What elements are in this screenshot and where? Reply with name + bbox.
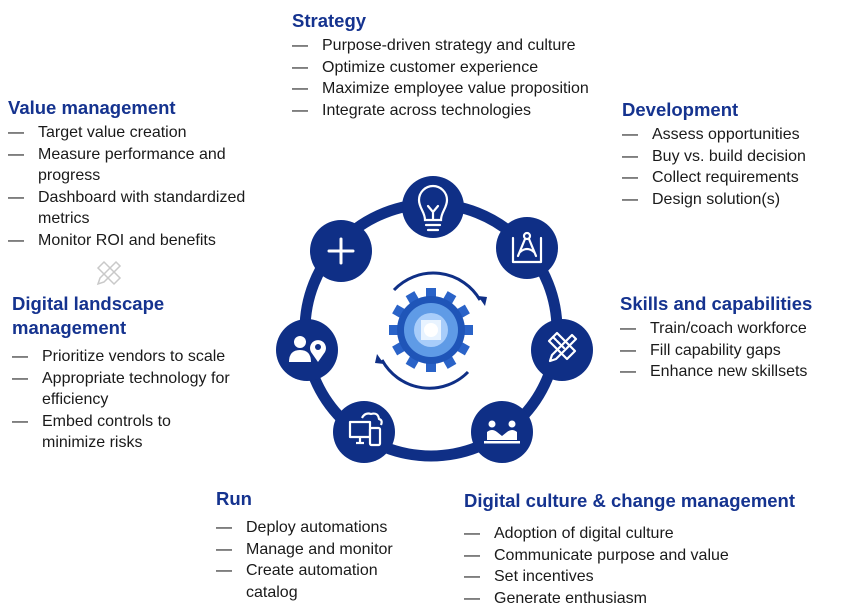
list-item: Dashboard with standardized metrics	[8, 187, 278, 230]
person-location-icon	[289, 336, 326, 362]
gear-tooth	[426, 360, 436, 372]
list-item: Set incentives	[464, 566, 846, 588]
list-item: Maximize employee value proposition	[292, 78, 602, 100]
node-development	[496, 217, 558, 279]
list-item: Purpose-driven strategy and culture	[292, 35, 602, 57]
list-item: Deploy automations	[216, 517, 421, 539]
development-block: Development Assess opportunities Buy vs.…	[622, 98, 842, 210]
list-item: Prioritize vendors to scale	[12, 346, 267, 368]
list-item: Target value creation	[8, 122, 278, 144]
plus-icon	[327, 237, 355, 265]
list-item: Communicate purpose and value	[464, 545, 846, 567]
list-item: Train/coach workforce	[620, 318, 846, 340]
run-list: Deploy automations Manage and monitor Cr…	[216, 517, 421, 603]
node-value-management	[310, 220, 372, 282]
run-title: Run	[216, 488, 252, 509]
run-block: Run Deploy automations Manage and monito…	[216, 487, 421, 603]
strategy-list: Purpose-driven strategy and culture Opti…	[292, 35, 602, 121]
hub-gear-cycle-icon	[375, 271, 487, 390]
list-item: Enhance new skillsets	[620, 361, 846, 383]
value-management-block: Value management Target value creation M…	[8, 96, 278, 252]
list-item: Measure performance and progress	[8, 144, 278, 187]
skills-list: Train/coach workforce Fill capability ga…	[620, 318, 846, 383]
list-item: Manage and monitor	[216, 539, 421, 561]
list-item: Generate enthusiasm	[464, 588, 846, 610]
list-item: Create automation catalog	[216, 560, 421, 603]
drafting-tools-icon	[511, 231, 543, 264]
skills-block: Skills and capabilities Train/coach work…	[620, 292, 846, 383]
digital-landscape-list: Prioritize vendors to scale Appropriate …	[12, 346, 267, 454]
digital-culture-block: Digital culture & change management Adop…	[464, 489, 846, 613]
lightbulb-icon	[417, 184, 449, 232]
strategy-title: Strategy	[292, 10, 367, 31]
list-item: Buy vs. build decision	[622, 146, 842, 168]
node-skills	[531, 319, 593, 381]
development-title: Development	[622, 99, 739, 120]
watermark-pencil-ruler-icon	[96, 260, 122, 286]
list-item: Fill capability gaps	[620, 340, 846, 362]
pencil-ruler-icon	[547, 331, 578, 363]
list-item: Integrate across technologies	[292, 100, 602, 122]
list-item: Adoption of digital culture	[464, 523, 846, 545]
value-management-title: Value management	[8, 97, 176, 118]
digital-landscape-block: Digital landscape management Prioritize …	[12, 292, 267, 454]
development-list: Assess opportunities Buy vs. build decis…	[622, 124, 842, 210]
list-item: Optimize customer experience	[292, 57, 602, 79]
gear-tooth	[426, 288, 436, 300]
digital-landscape-title: Digital landscape management	[12, 293, 165, 338]
value-management-list: Target value creation Measure performanc…	[8, 122, 278, 252]
node-run	[333, 401, 395, 463]
list-item: Embed controls to minimize risks	[12, 411, 232, 454]
list-item: Appropriate technology for efficiency	[12, 368, 242, 411]
list-item: Collect requirements	[622, 167, 842, 189]
list-item: Design solution(s)	[622, 189, 842, 211]
digital-culture-list: Adoption of digital culture Communicate …	[464, 523, 846, 609]
list-item: Assess opportunities	[622, 124, 842, 146]
devices-cloud-icon	[348, 412, 383, 447]
node-digital-culture	[471, 401, 533, 463]
strategy-block: Strategy Purpose-driven strategy and cul…	[292, 9, 602, 121]
digital-culture-title: Digital culture & change management	[464, 490, 796, 511]
list-item: Monitor ROI and benefits	[8, 230, 278, 252]
node-digital-landscape	[276, 319, 338, 381]
skills-title: Skills and capabilities	[620, 293, 813, 314]
people-handshake-icon	[484, 420, 520, 444]
node-strategy	[402, 176, 464, 238]
